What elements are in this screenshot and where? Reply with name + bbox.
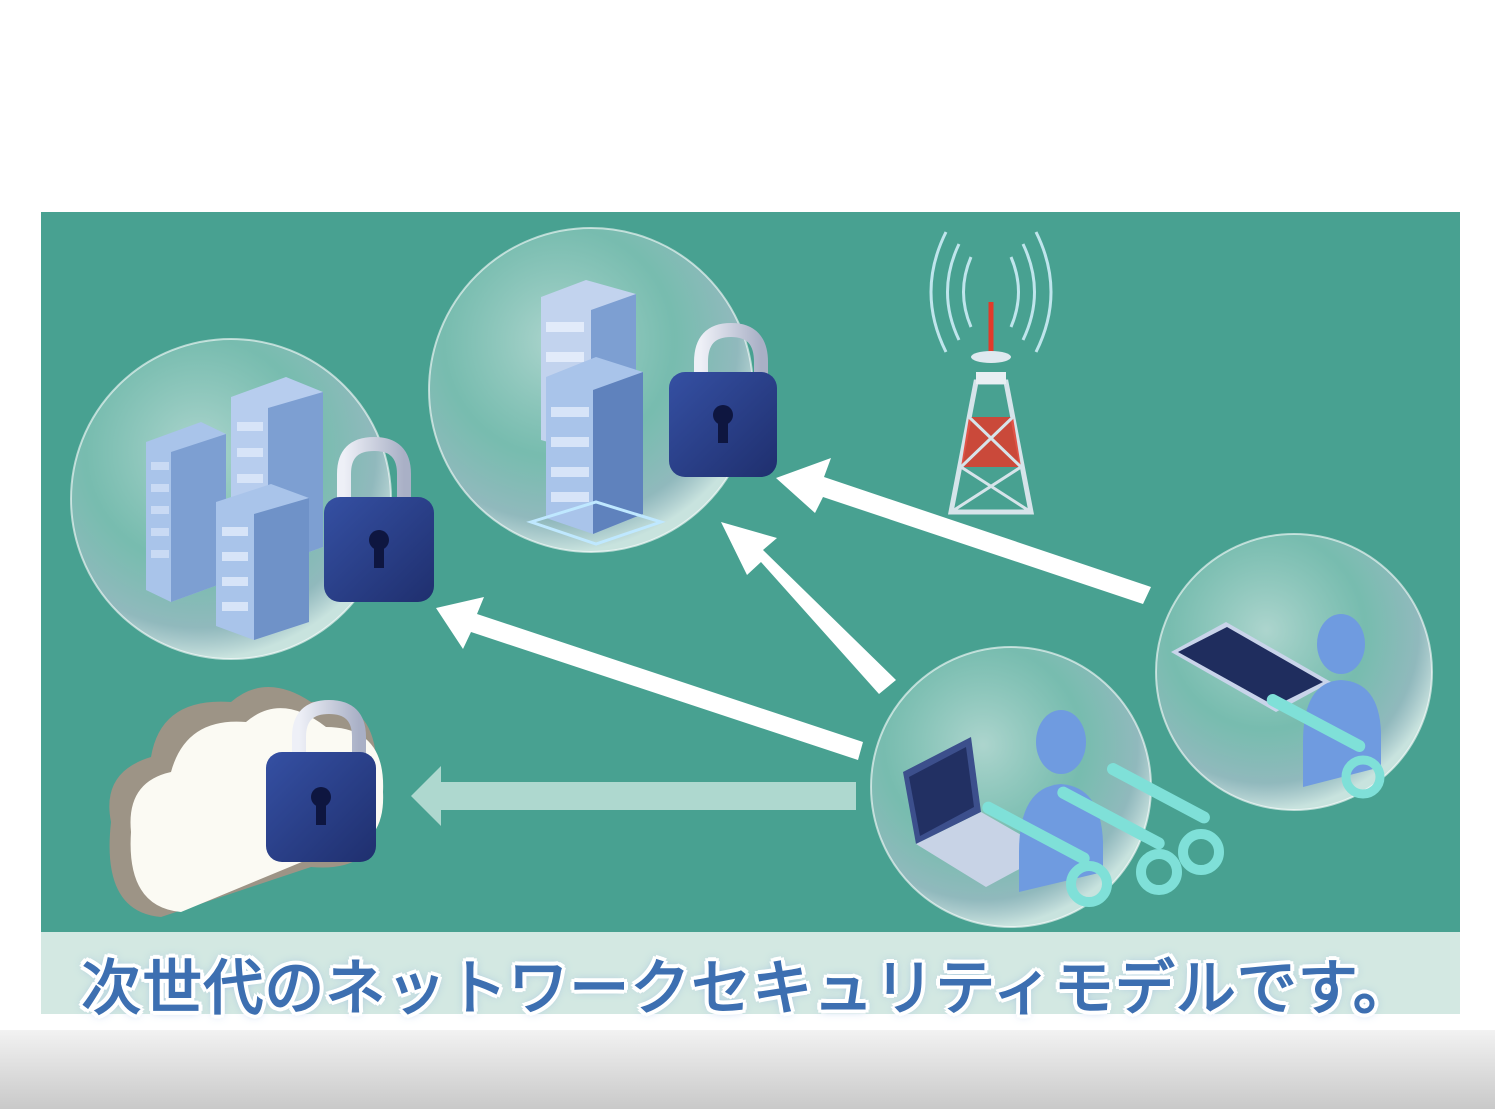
arrow-icon xyxy=(721,522,896,694)
caption-text: 次世代のネットワークセキュリティモデルです。 xyxy=(81,954,1414,1024)
key-icon xyxy=(1057,786,1182,895)
arrow-icon xyxy=(436,597,863,760)
top-blank-area xyxy=(0,0,1495,212)
padlock-icon xyxy=(324,436,434,602)
padlock-icon xyxy=(266,699,376,862)
network-illustration xyxy=(41,212,1460,932)
smartphone-user-bubble xyxy=(1155,533,1433,811)
laptop-user-bubble xyxy=(870,646,1224,928)
cloud-icon xyxy=(109,687,384,917)
arrow-icon xyxy=(776,458,1151,604)
caption-band xyxy=(41,932,1460,1014)
arrow-icon xyxy=(411,766,856,826)
server-rack-icon xyxy=(216,484,309,640)
key-icon xyxy=(1106,763,1224,875)
server-rack-icon xyxy=(526,357,666,546)
key-icon xyxy=(1266,693,1385,799)
server-cluster-bubble xyxy=(70,338,434,660)
bottom-gradient xyxy=(0,1030,1495,1109)
cell-tower-icon xyxy=(929,231,1053,515)
data-center-bubble xyxy=(428,227,777,553)
smartphone-icon xyxy=(1171,622,1331,712)
key-icon xyxy=(982,801,1112,907)
laptop-icon xyxy=(903,737,1051,887)
padlock-icon xyxy=(669,322,777,477)
server-rack-icon xyxy=(146,422,226,602)
